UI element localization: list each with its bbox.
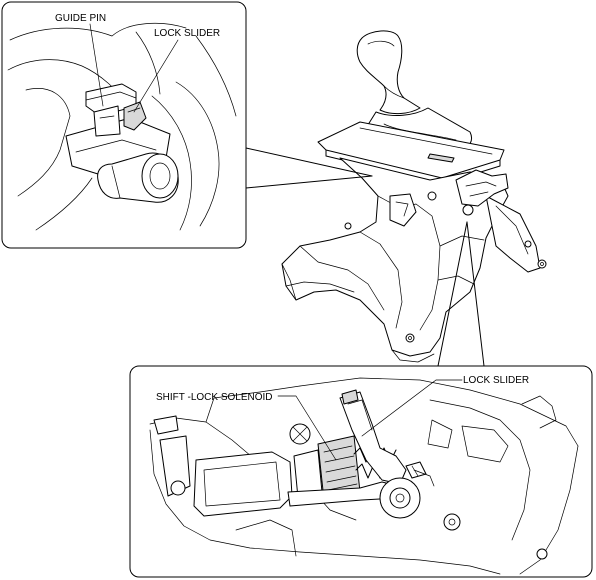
guide-pin-label: GUIDE PIN [55,13,106,24]
shifter-assembly [281,30,547,363]
detail-panel-bottom [129,365,593,578]
lock-slider-top-callout: LOCK SLIDER [133,28,220,113]
shift-lock-solenoid-label: SHIFT -LOCK SOLENOID [156,392,273,403]
callout-leaders [245,147,485,367]
detail-panel-top [1,1,247,249]
shift-lock-solenoid-callout: SHIFT -LOCK SOLENOID [156,392,337,461]
lock-slider-bottom-callout: LOCK SLIDER [361,375,529,437]
guide-pin-callout: GUIDE PIN [55,13,106,107]
lock-slider-top-label: LOCK SLIDER [154,28,220,39]
lock-slider-bottom-label: LOCK SLIDER [463,375,529,386]
